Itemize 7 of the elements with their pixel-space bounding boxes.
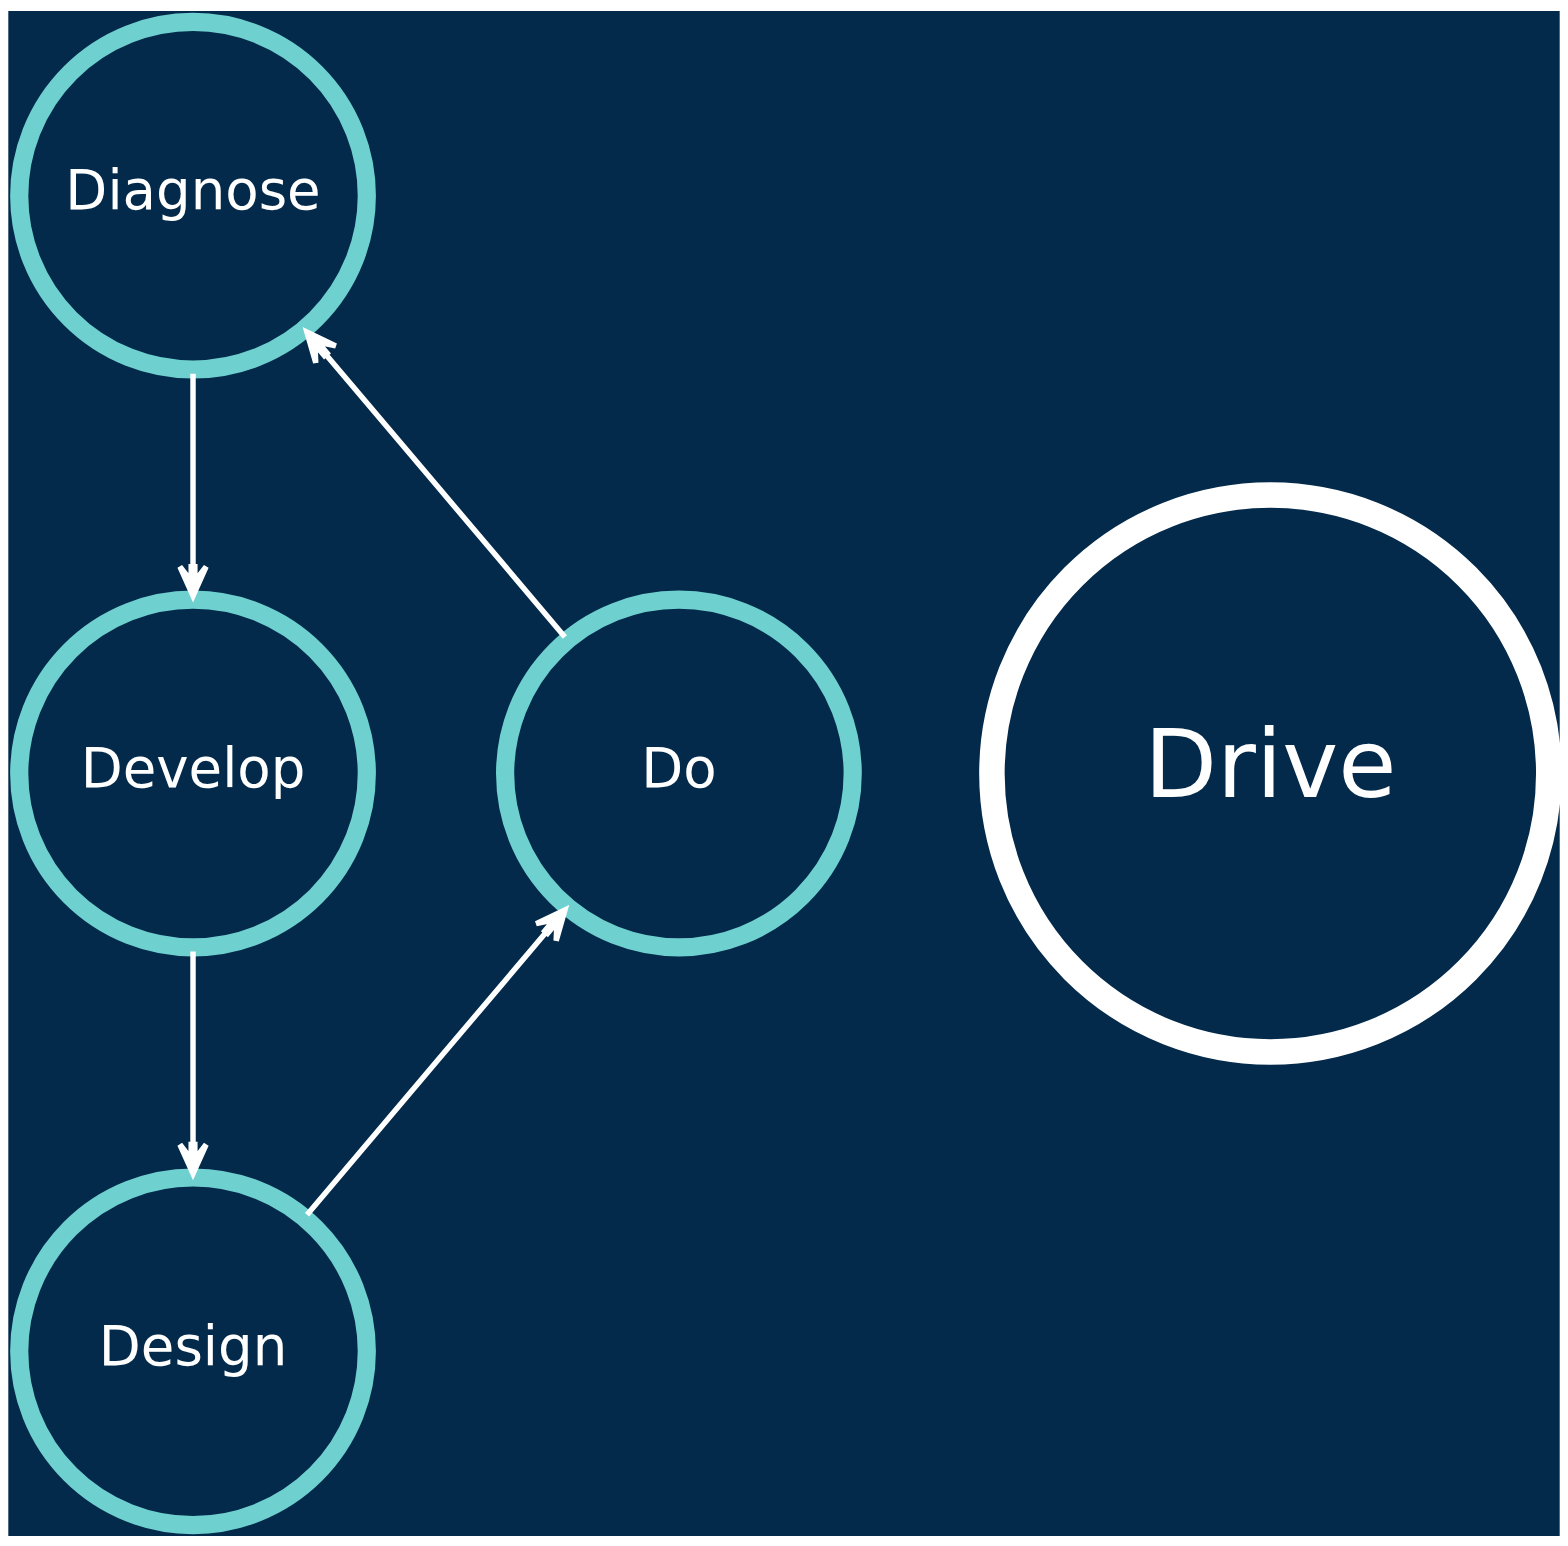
node-circle: Diagnose — [10, 12, 376, 379]
node-circle: Design — [10, 1167, 376, 1534]
node-circle: Develop — [10, 590, 376, 956]
arrow — [304, 906, 568, 1216]
node-circle: Do — [496, 590, 862, 956]
arrow — [304, 328, 567, 639]
node-circle: Drive — [979, 481, 1560, 1065]
